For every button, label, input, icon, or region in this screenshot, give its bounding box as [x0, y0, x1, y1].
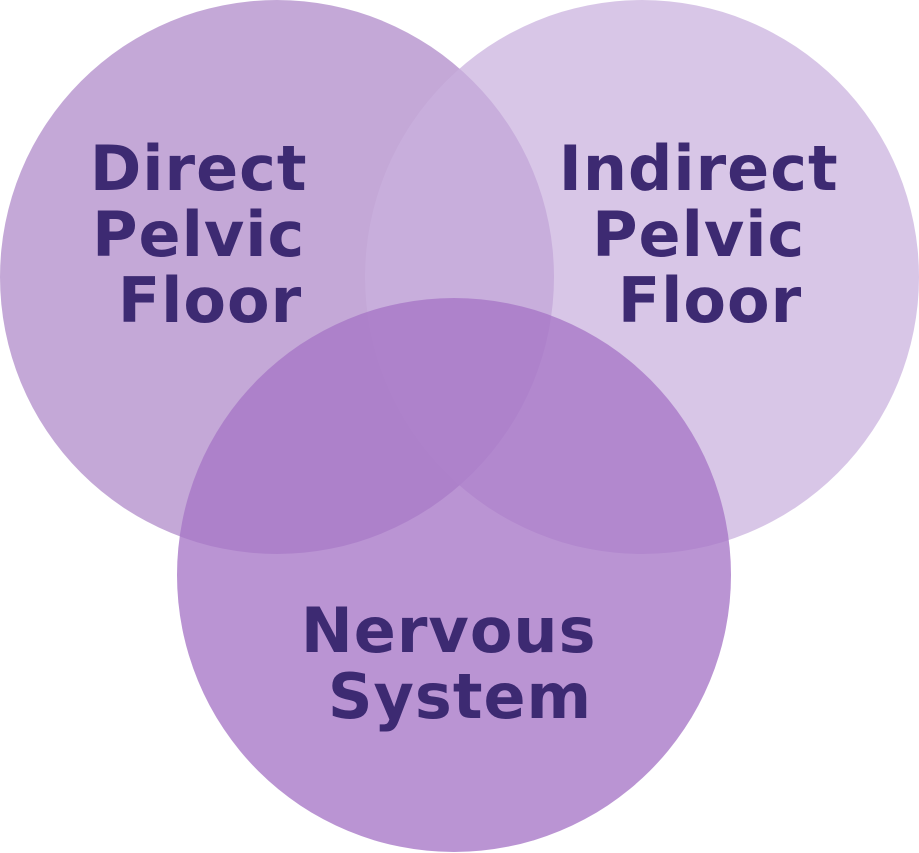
- label-line: Pelvic: [92, 198, 305, 271]
- nervous-system-circle: [177, 298, 731, 852]
- label-line: System: [328, 660, 592, 733]
- label-line: Indirect: [559, 132, 839, 205]
- label-line: Floor: [118, 264, 302, 337]
- label-line: Pelvic: [592, 198, 805, 271]
- nervous-system-label: Nervous System: [301, 594, 619, 733]
- indirect-pelvic-floor-label: Indirect Pelvic Floor: [559, 132, 861, 337]
- direct-pelvic-floor-label: Direct Pelvic Floor: [90, 132, 330, 337]
- label-line: Floor: [618, 264, 802, 337]
- label-line: Nervous: [301, 594, 597, 667]
- label-line: Direct: [90, 132, 308, 205]
- venn-labels: Direct Pelvic Floor Indirect Pelvic Floo…: [90, 132, 861, 733]
